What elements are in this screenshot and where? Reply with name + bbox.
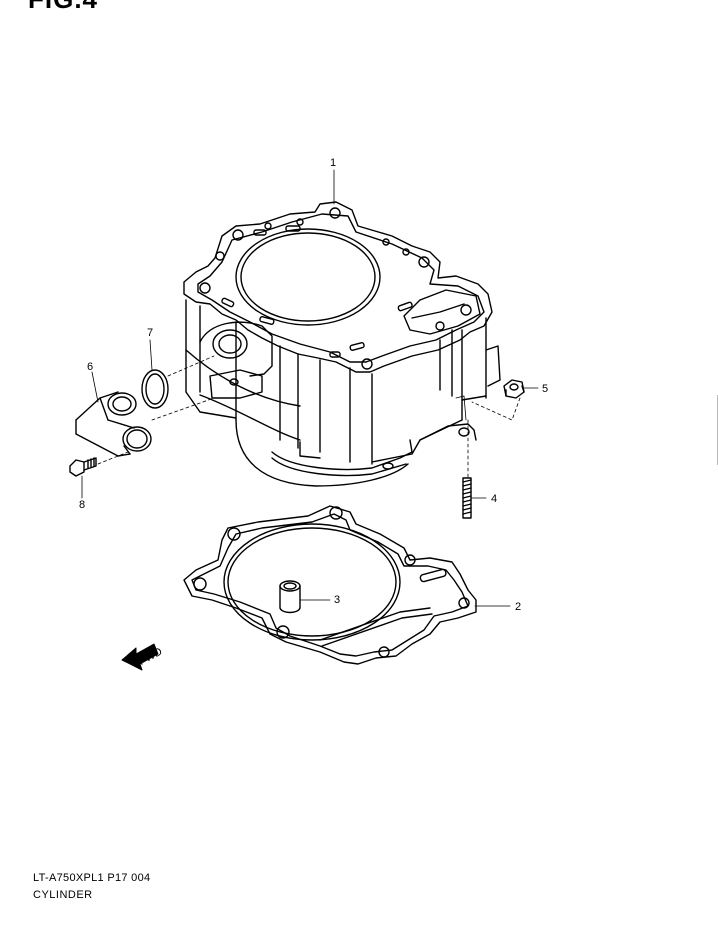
callout-4: 4 [491, 493, 497, 505]
cylinder-gasket-part[interactable] [183, 505, 477, 665]
nut-part[interactable] [503, 379, 525, 399]
callout-7: 7 [147, 327, 153, 339]
callout-6: 6 [87, 361, 93, 373]
water-inlet-pipe-part[interactable] [75, 391, 152, 457]
cylinder-part[interactable] [183, 201, 501, 487]
callout-8: 8 [79, 499, 85, 511]
callout-3: 3 [334, 594, 340, 606]
figure-number: FIG.4 [28, 0, 98, 15]
forward-direction-arrow [121, 643, 159, 671]
dowel-pin-part[interactable] [279, 580, 301, 614]
fwd-label: FWD [137, 646, 165, 668]
diagram-code: LT-A750XPL1 P17 004 [33, 872, 151, 884]
leader-lines [81, 169, 539, 607]
stud-bolt-part[interactable] [462, 477, 472, 519]
callout-5: 5 [542, 383, 548, 395]
bolt-part[interactable] [69, 457, 97, 477]
o-ring-part[interactable] [141, 369, 169, 409]
diagram-title: CYLINDER [33, 889, 93, 901]
callout-2: 2 [515, 601, 521, 613]
callout-1: 1 [330, 157, 336, 169]
